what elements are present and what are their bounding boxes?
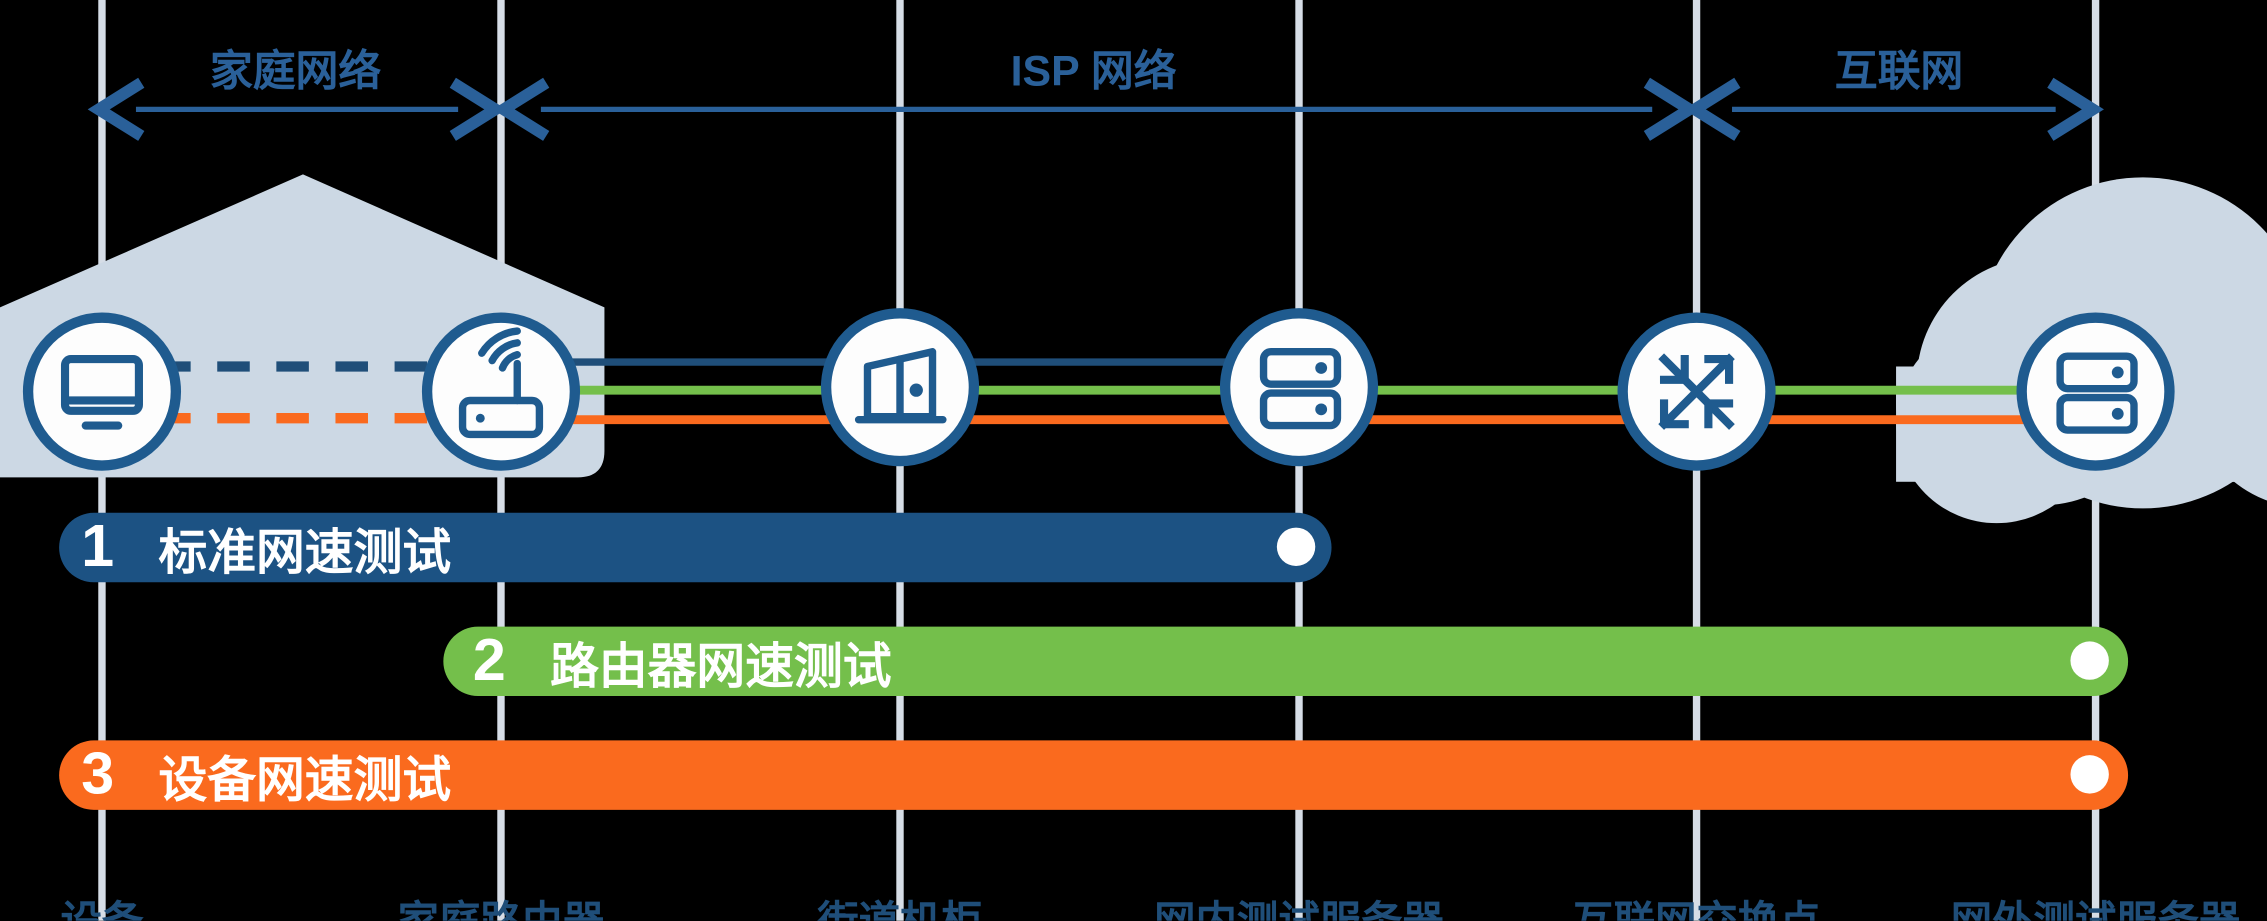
node-label-off-net-test-server: 网外测试服务器	[1951, 890, 2241, 921]
monitor-icon	[60, 355, 143, 430]
node-label-internet-exchange: 互联网交换点	[1572, 890, 1820, 921]
server-icon	[2056, 352, 2138, 434]
zone-label-internet: 互联网	[1834, 48, 1964, 97]
node-label-street-cabinet: 街道机柜	[817, 890, 983, 921]
router-icon	[458, 327, 544, 439]
node-label-on-net-test-server: 网内测试服务器	[1154, 890, 1444, 921]
node-icon-home-router[interactable]	[421, 312, 581, 471]
node-label-device: 设备	[61, 890, 144, 921]
node-icon-device[interactable]	[22, 312, 182, 471]
bar-endpoint-dot	[1276, 527, 1316, 567]
server-icon	[1259, 348, 1342, 430]
node-icon-street-cabinet[interactable]	[820, 308, 980, 467]
bar-endpoint-dot	[2070, 755, 2109, 794]
exchange-arrows-icon	[1658, 353, 1735, 430]
zone-label-home-network: 家庭网络	[209, 48, 382, 97]
bar-endpoint-dot	[2070, 641, 2109, 680]
node-icon-off-net-test-server[interactable]	[2016, 312, 2175, 471]
zone-label-isp-network: ISP 网络	[1010, 48, 1177, 97]
node-icon-internet-exchange[interactable]	[1617, 312, 1776, 471]
bar-device-speed-test[interactable]	[59, 740, 2129, 810]
cabinet-icon	[854, 348, 947, 424]
bar-standard-speed-test[interactable]	[59, 512, 1332, 583]
node-icon-on-net-test-server[interactable]	[1219, 308, 1379, 467]
bar-router-speed-test[interactable]	[443, 626, 2129, 697]
node-label-home-router: 家庭路由器	[398, 890, 605, 921]
